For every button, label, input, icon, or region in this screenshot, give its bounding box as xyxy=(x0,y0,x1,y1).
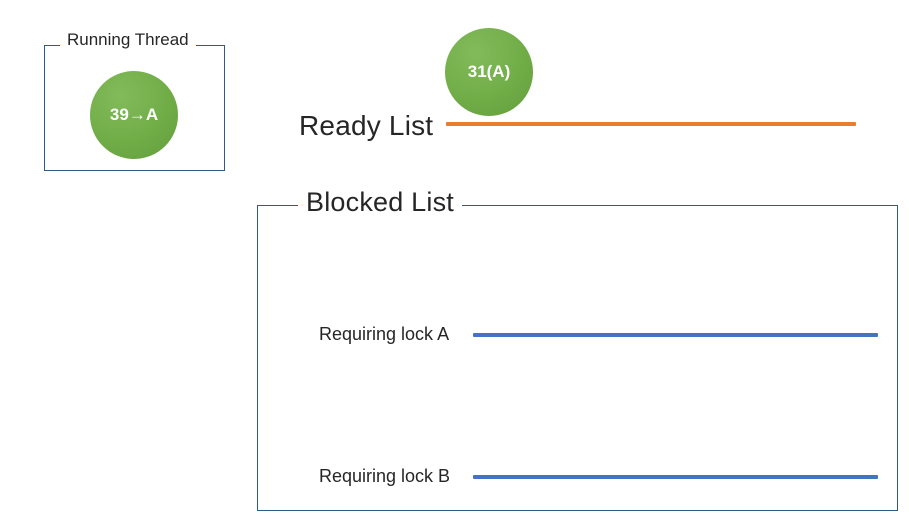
blocked-list-group-label: Blocked List xyxy=(298,189,462,216)
blocked-queue-line-lock-b xyxy=(473,475,878,479)
blocked-list-group-box xyxy=(257,205,898,511)
blocked-queue-label-lock-b: Requiring lock B xyxy=(319,466,451,486)
thread-node-ready-31a-label: 31(A) xyxy=(467,62,511,81)
ready-list-queue-line xyxy=(446,122,856,126)
running-thread-group-label: Running Thread xyxy=(60,31,196,48)
thread-node-ready-31a[interactable]: 31(A) xyxy=(445,28,533,116)
thread-node-running[interactable]: 39→A xyxy=(90,71,178,159)
ready-list-label: Ready List xyxy=(299,110,434,141)
thread-node-running-label: 39→A xyxy=(109,105,159,124)
blocked-queue-line-lock-a xyxy=(473,333,878,337)
blocked-queue-label-lock-a: Requiring lock A xyxy=(319,324,450,344)
